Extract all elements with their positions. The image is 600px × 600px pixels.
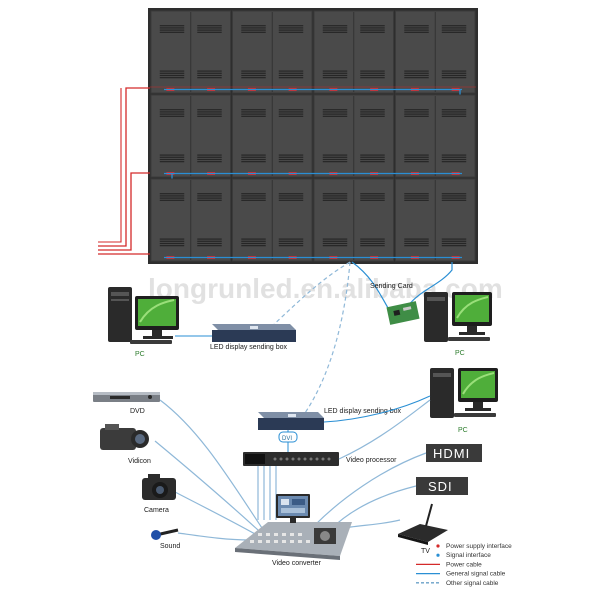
led-cabinet [313, 10, 394, 94]
led-cabinet [150, 10, 231, 94]
label-pc-right-top: PC [455, 350, 465, 357]
pc-left [108, 287, 179, 344]
video-converter [235, 494, 352, 560]
led-cabinet [313, 178, 394, 262]
label-sending-box-top: LED display sending box [210, 344, 288, 351]
legend-label: Power cable [446, 561, 482, 568]
led-cabinet [232, 10, 313, 94]
other-signal-cable [267, 261, 351, 331]
general-signal-cable [407, 262, 453, 307]
dvd-player [93, 392, 160, 402]
sending-card [386, 301, 420, 325]
legend-item: Power cable [416, 561, 482, 568]
legend-item: Signal interface [436, 552, 491, 559]
label-tv: TV [421, 548, 430, 555]
general-signal-cable [351, 261, 389, 309]
camera [142, 474, 176, 500]
power-cable-bundle [98, 87, 150, 255]
legend-label: General signal cable [446, 571, 506, 578]
legend-label: Power supply interface [446, 543, 512, 550]
led-display-wall [148, 8, 478, 264]
led-cabinet [150, 94, 231, 178]
pc-right-top [424, 292, 492, 342]
sending-box-top [212, 324, 296, 342]
video-processor [243, 452, 339, 466]
microphone [151, 528, 179, 540]
led-cabinet [395, 178, 476, 262]
label-video-processor: Video processor [346, 457, 397, 464]
label-sending-card: Sending Card [370, 283, 413, 290]
label-pc-left: PC [135, 351, 145, 358]
label-dvd: DVD [130, 408, 145, 415]
led-cabinet [232, 94, 313, 178]
led-cabinet [232, 178, 313, 262]
vidicon [100, 424, 149, 450]
dvi-connector: DVI [278, 431, 298, 443]
label-vidicon: Vidicon [128, 458, 151, 465]
led-cabinet [313, 94, 394, 178]
watermark: longrunled.en.alibaba.com [148, 273, 503, 304]
legend-item: Other signal cable [416, 580, 499, 587]
pc-right-mid [430, 368, 498, 418]
sending-box-mid [258, 412, 324, 430]
svg-text:DVI: DVI [282, 436, 292, 442]
led-cabinet [395, 94, 476, 178]
label-camera: Camera [144, 507, 169, 514]
label-pc-right-mid: PC [458, 427, 468, 434]
hdmi-badge: HDMI [426, 444, 482, 462]
legend-item: Power supply interface [436, 543, 512, 550]
label-sound: Sound [160, 543, 180, 550]
label-video-converter: Video converter [272, 560, 322, 567]
led-cabinet [395, 10, 476, 94]
svg-text:SDI: SDI [428, 479, 453, 494]
legend-label: Other signal cable [446, 580, 499, 587]
legend-label: Signal interface [446, 552, 491, 559]
sdi-badge: SDI [416, 477, 468, 495]
svg-text:HDMI: HDMI [433, 446, 470, 461]
label-sending-box-mid: LED display sending box [324, 408, 402, 415]
tv-box [398, 503, 448, 545]
led-cabinet [150, 178, 231, 262]
legend-item: General signal cable [416, 571, 506, 578]
other-signal-cable [299, 261, 351, 421]
